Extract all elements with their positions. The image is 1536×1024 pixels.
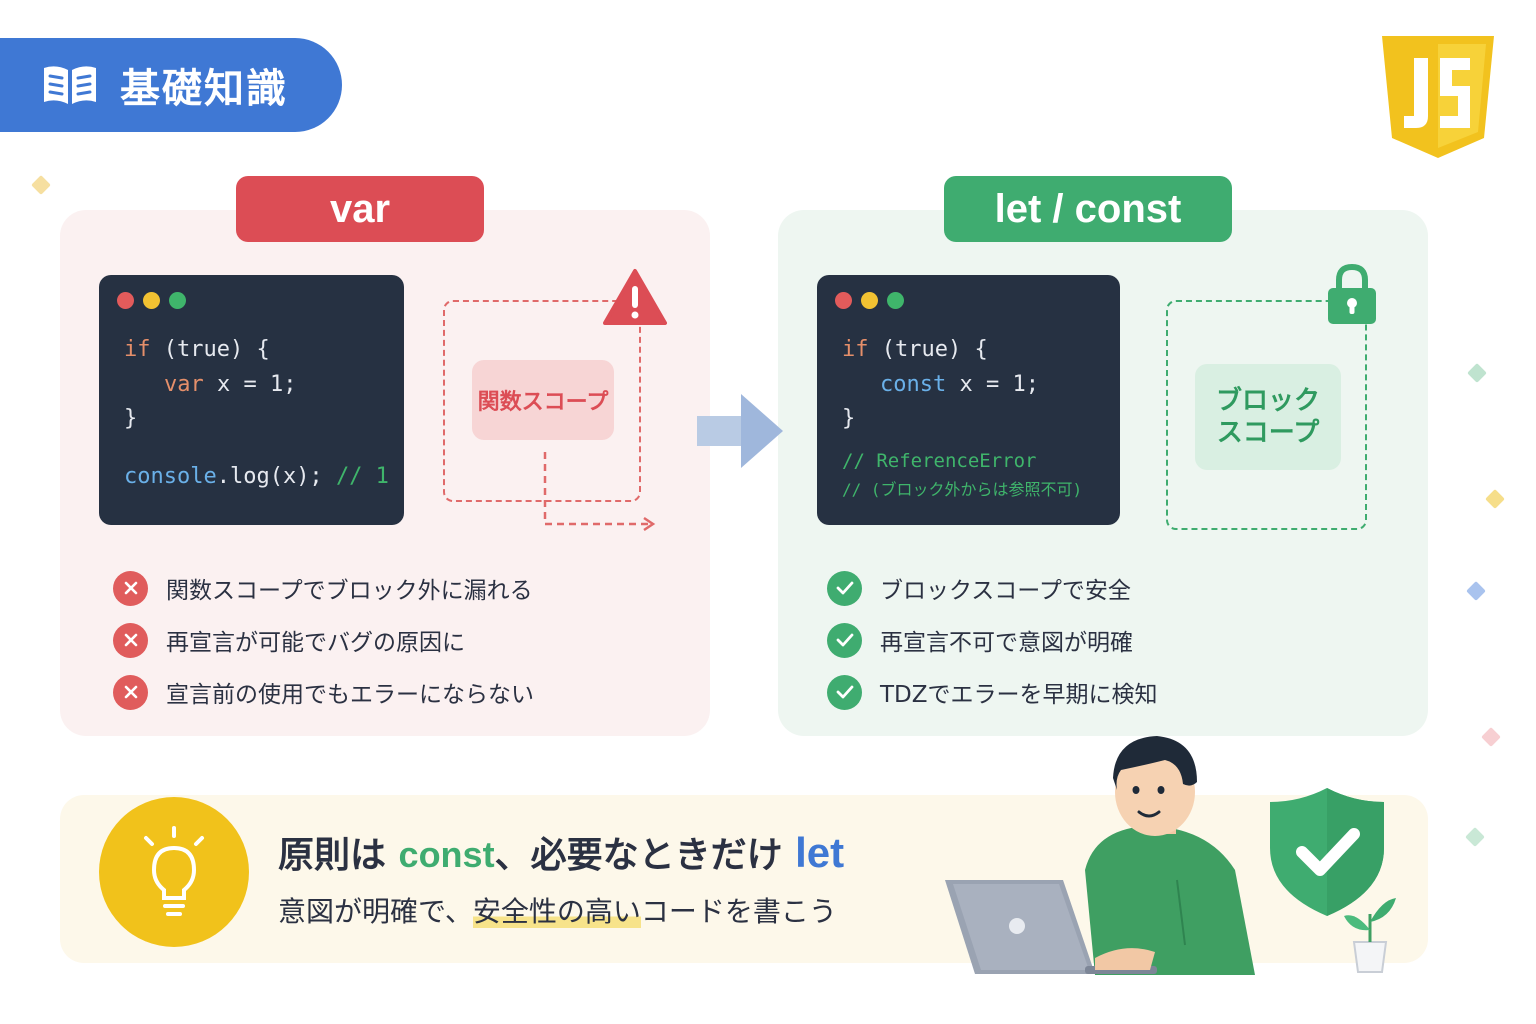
arrow-right-icon [697, 394, 783, 468]
x-circle-icon [113, 622, 148, 658]
decorative-diamond [1466, 581, 1486, 601]
decorative-diamond [1467, 363, 1487, 383]
code-line: } [124, 406, 138, 431]
book-icon [44, 66, 96, 104]
var-drawbacks-list: 関数スコープでブロック外に漏れる 再宣言が可能でバグの原因に 宣言前の使用でもエ… [113, 562, 534, 718]
leak-arrow-icon [543, 452, 656, 532]
developer-illustration [945, 736, 1255, 975]
close-dot [117, 292, 134, 309]
lock-icon [1328, 263, 1376, 324]
list-item-text: TDZでエラーを早期に検知 [880, 682, 1158, 708]
x-circle-icon [113, 570, 148, 606]
decorative-diamond [1485, 489, 1505, 509]
var-code-window: if (true) { var x = 1; } console.log(x);… [99, 275, 404, 525]
list-item-text: 再宣言不可で意図が明確 [880, 630, 1133, 656]
decorative-diamond [1481, 727, 1501, 747]
list-item-text: ブロックスコープで安全 [880, 578, 1131, 604]
list-item: ブロックスコープで安全 [827, 562, 1158, 614]
badge-title: 基礎知識 [120, 66, 288, 112]
list-item-text: 再宣言が可能でバグの原因に [166, 630, 465, 656]
list-item-text: 関数スコープでブロック外に漏れる [166, 578, 533, 604]
let-benefits-list: ブロックスコープで安全 再宣言不可で意図が明確 TDZでエラーを早期に検知 [827, 562, 1158, 718]
list-item: 関数スコープでブロック外に漏れる [113, 562, 534, 614]
block-scope-label-line1: ブロック [1215, 385, 1320, 416]
check-circle-icon [827, 570, 862, 606]
x-circle-icon [113, 674, 148, 710]
shield-check-icon [1270, 788, 1384, 916]
minimize-dot [861, 292, 878, 309]
warning-icon [603, 269, 667, 325]
decorative-diamond [1465, 827, 1485, 847]
code-comment: // (ブロック外からは参照不可) [842, 480, 1083, 499]
tip-headline: 原則は const、必要なときだけ let [278, 829, 845, 876]
check-circle-icon [827, 622, 862, 658]
check-circle-icon [827, 674, 862, 710]
code-line: } [842, 406, 856, 431]
lightbulb-icon [99, 797, 249, 947]
window-dots [117, 292, 186, 309]
list-item: 再宣言不可で意図が明確 [827, 614, 1158, 666]
window-dots [835, 292, 904, 309]
list-item: 再宣言が可能でバグの原因に [113, 614, 534, 666]
close-dot [835, 292, 852, 309]
js-logo-icon [1382, 36, 1494, 158]
minimize-dot [143, 292, 160, 309]
list-item: TDZでエラーを早期に検知 [827, 666, 1158, 718]
decorative-diamond [31, 175, 51, 195]
list-item-text: 宣言前の使用でもエラーにならない [166, 682, 534, 708]
function-scope-label: 関数スコープ [472, 360, 614, 440]
var-tag: var [236, 176, 484, 242]
block-scope-label: ブロック スコープ [1195, 364, 1341, 470]
tip-subline: 意図が明確で、安全性の高いコードを書こう [278, 895, 837, 928]
code-line: const x = 1; [880, 372, 1039, 397]
code-line: if (true) { [124, 337, 270, 362]
code-line: console.log(x); // 1 [124, 464, 389, 489]
maximize-dot [169, 292, 186, 309]
block-scope-label-line2: スコープ [1216, 418, 1320, 448]
let-const-tag: let / const [944, 176, 1232, 242]
code-line: if (true) { [842, 337, 988, 362]
maximize-dot [887, 292, 904, 309]
code-line: var x = 1; [164, 372, 297, 397]
code-comment: // ReferenceError [842, 450, 1037, 472]
plant-icon [1344, 898, 1396, 973]
list-item: 宣言前の使用でもエラーにならない [113, 666, 534, 718]
let-code-window: if (true) { const x = 1; } // ReferenceE… [817, 275, 1120, 525]
block-scope-box [1166, 300, 1367, 530]
section-badge: 基礎知識 [0, 38, 342, 132]
function-scope-box [443, 300, 641, 502]
